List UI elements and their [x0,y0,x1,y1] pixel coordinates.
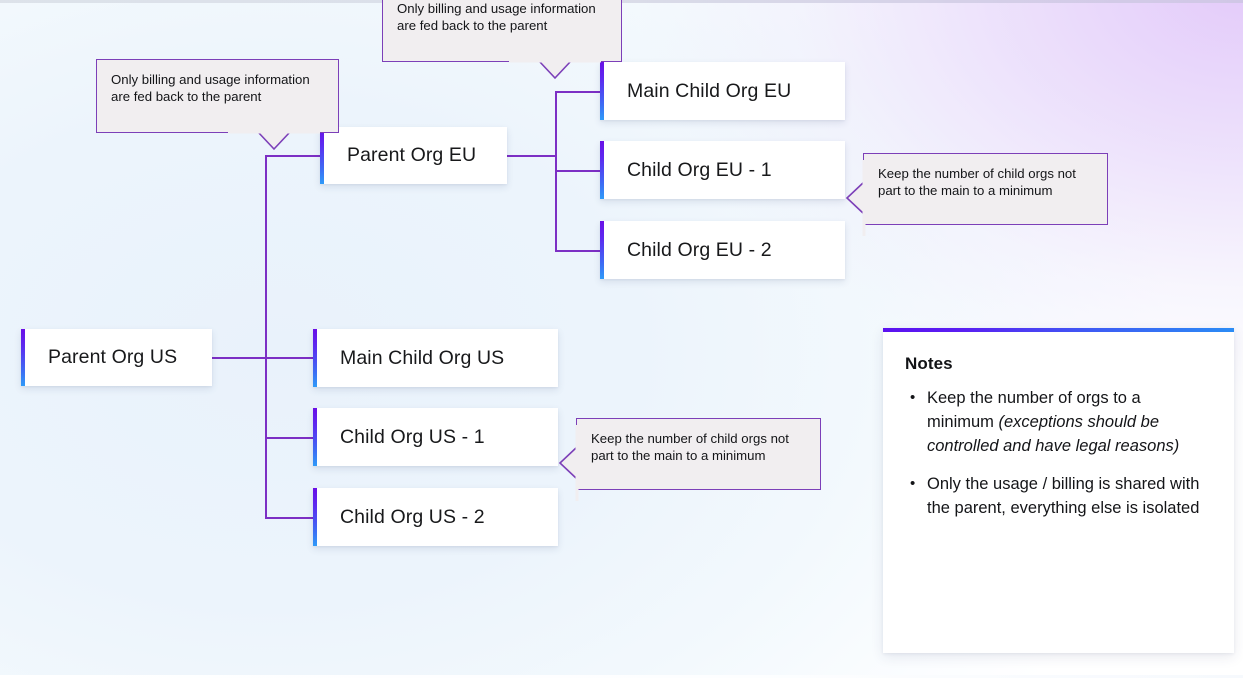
node-label: Main Child Org US [340,346,505,369]
node-main-child-org-us[interactable]: Main Child Org US [313,329,558,387]
notes-list: Keep the number of orgs to a minimum (ex… [905,386,1212,520]
node-accent-bar [313,408,317,466]
callout-billing-left: Only billing and usage information are f… [96,59,339,133]
node-label: Child Org EU - 2 [627,238,772,261]
notes-title: Notes [905,354,953,373]
callout-tail-left-icon [558,425,579,501]
node-label: Child Org US - 2 [340,505,485,528]
connector-trunk-to-parent-eu [265,155,320,157]
callout-minimum-eu: Keep the number of child orgs not part t… [863,153,1108,236]
callout-minimum-us: Keep the number of child orgs not part t… [576,418,821,501]
bottom-edge-strip [0,675,1243,678]
node-child-org-eu-2[interactable]: Child Org EU - 2 [600,221,845,279]
notes-list-item: Keep the number of orgs to a minimum (ex… [905,386,1212,458]
notes-item-text: Keep the number of orgs to a minimum [927,389,1141,431]
node-label: Child Org US - 1 [340,425,485,448]
notes-gradient-bar [883,328,1234,332]
connector-eu-bus-to-child-1 [555,170,601,172]
node-accent-bar [600,221,604,279]
node-label: Parent Org US [48,346,178,368]
node-accent-bar [313,329,317,387]
callout-text: Keep the number of child orgs not part t… [591,431,789,463]
notes-item-emphasis: (exceptions should be controlled and hav… [927,413,1180,455]
connector-eu-bus-to-child-2 [555,250,601,252]
node-accent-bar [600,62,604,120]
node-label: Child Org EU - 1 [627,158,772,181]
connector-trunk-vertical [265,155,267,515]
node-main-child-org-eu[interactable]: Main Child Org EU [600,62,845,120]
node-accent-bar [21,329,25,386]
notes-item-text: Only the usage / billing is shared with … [927,475,1200,517]
callout-text: Keep the number of child orgs not part t… [878,166,1076,198]
node-accent-bar [600,141,604,199]
connector-us-bus-to-child-1 [265,437,314,439]
callout-tail-left-icon [845,160,866,236]
node-child-org-us-2[interactable]: Child Org US - 2 [313,488,558,546]
notes-list-item: Only the usage / billing is shared with … [905,472,1212,520]
callout-billing-top: Only billing and usage information are f… [382,0,622,62]
node-parent-org-eu[interactable]: Parent Org EU [320,127,507,184]
callout-text: Only billing and usage information are f… [397,1,596,33]
node-child-org-us-1[interactable]: Child Org US - 1 [313,408,558,466]
connector-us-bus-to-main-child [265,357,314,359]
node-label: Main Child Org EU [627,79,792,102]
node-accent-bar [320,127,324,184]
connector-parent-eu-to-bus [507,155,556,157]
callout-tail-down-icon [509,59,601,80]
connector-us-bus-to-child-2 [265,517,314,519]
callout-text: Only billing and usage information are f… [111,72,310,104]
callout-tail-down-icon [228,130,320,151]
node-accent-bar [313,488,317,546]
node-parent-org-us[interactable]: Parent Org US [21,329,212,386]
connector-eu-bus-to-main-child [555,91,601,93]
notes-panel: Notes Keep the number of orgs to a minim… [883,328,1234,653]
node-label: Parent Org EU [347,144,477,166]
node-child-org-eu-1[interactable]: Child Org EU - 1 [600,141,845,199]
